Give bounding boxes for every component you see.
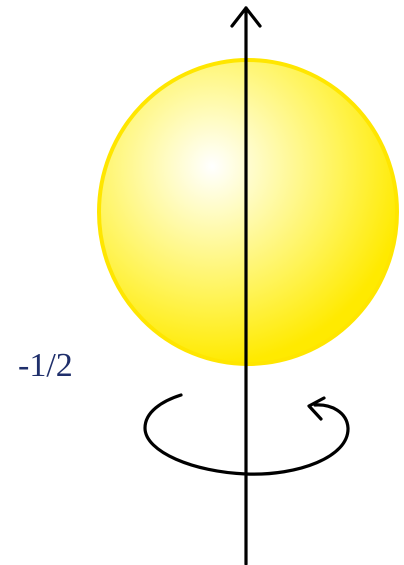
rotation-arrow (143, 393, 350, 476)
spin-value-label: -1/2 (18, 347, 73, 384)
spin-axis-arrow (230, 6, 262, 565)
particle-sphere (97, 58, 399, 366)
